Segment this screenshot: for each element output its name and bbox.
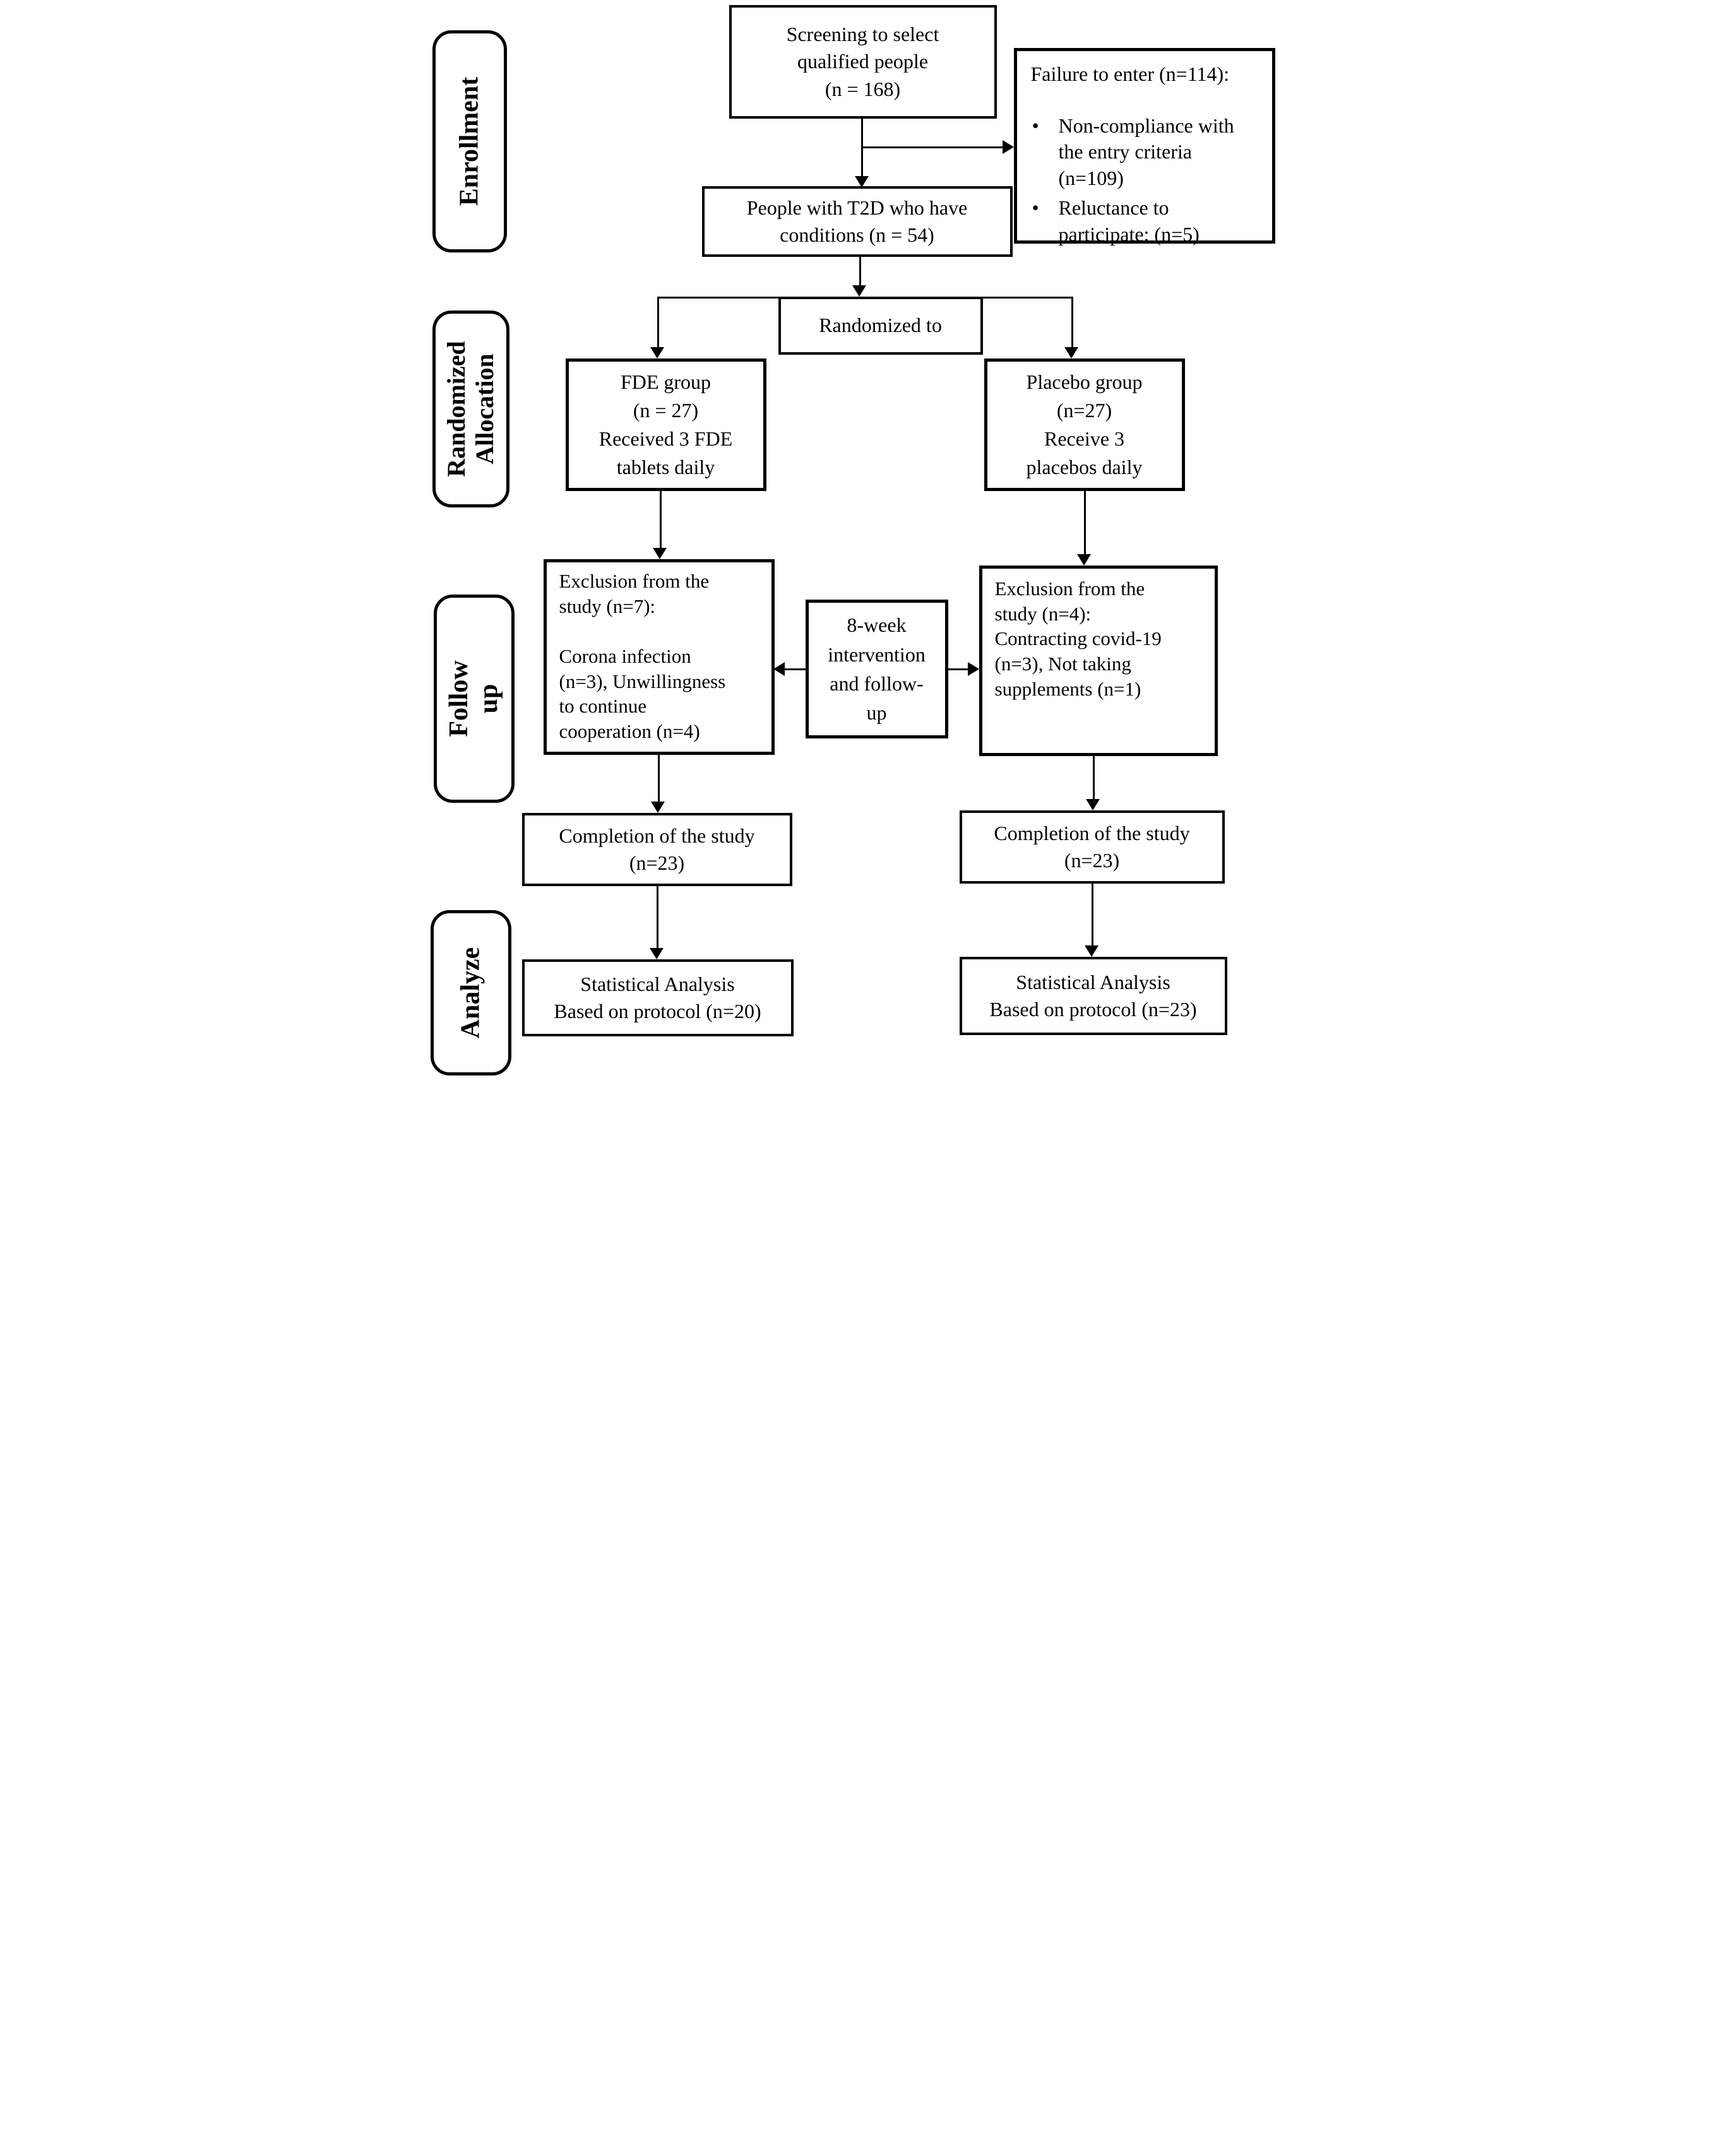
completion-fde-box: Completion of the study (n=23) <box>521 813 792 886</box>
arrow-branch-to-fde-line <box>657 297 659 347</box>
arrow-intervention-left-line <box>784 668 806 670</box>
arrow-exclusion-to-completion-fde-head <box>650 802 665 813</box>
eligible-people-box: People with T2D who have conditions (n =… <box>701 186 1013 257</box>
failure-reason-item: • Reluctance to participate: (n=5) <box>1031 195 1259 247</box>
arrow-branch-to-fde-head <box>650 347 664 358</box>
arrow-completion-to-analysis-placebo-head <box>1084 945 1099 957</box>
failure-reason-text: Non-compliance with the entry criteria (… <box>1058 114 1234 189</box>
exclusion-fde-box: Exclusion from the study (n=7): Corona i… <box>543 559 775 755</box>
stage-label-randomized-allocation: Randomized Allocation <box>432 311 509 507</box>
bullet-icon: • <box>1032 196 1039 220</box>
arrow-branch-to-placebo-head <box>1064 347 1078 358</box>
failure-to-enter-box: Failure to enter (n=114): • Non-complian… <box>1013 48 1275 246</box>
screening-box-text: Screening to select qualified people (n … <box>786 23 939 100</box>
completion-placebo-box: Completion of the study (n=23) <box>959 810 1225 884</box>
exclusion-fde-box-text: Exclusion from the study (n=7): Corona i… <box>559 570 726 743</box>
randomized-to-box-text: Randomized to <box>819 314 942 337</box>
placebo-group-box: Placebo group (n=27) Receive 3 placebos … <box>984 358 1185 491</box>
fde-group-box-text: FDE group (n = 27) Received 3 FDE tablet… <box>598 370 733 478</box>
randomized-to-box: Randomized to <box>778 297 983 355</box>
stage-label-enrollment-text: Enrollment <box>454 76 484 206</box>
stage-label-enrollment: Enrollment <box>432 30 507 252</box>
failure-to-enter-title: Failure to enter (n=114): <box>1030 62 1230 85</box>
arrow-completion-to-analysis-fde-line <box>656 886 658 948</box>
eligible-people-box-text: People with T2D who have conditions (n =… <box>746 196 968 246</box>
arrow-people-to-randomized-head <box>852 285 866 297</box>
stage-label-analyze: Analyze <box>430 910 511 1075</box>
stage-label-randomized-allocation-text: Randomized Allocation <box>441 341 499 477</box>
exclusion-placebo-box-text: Exclusion from the study (n=4): Contract… <box>994 578 1162 700</box>
arrow-intervention-right-line <box>948 668 968 670</box>
analysis-fde-box: Statistical Analysis Based on protocol (… <box>521 959 794 1036</box>
analysis-placebo-box: Statistical Analysis Based on protocol (… <box>959 957 1227 1035</box>
fde-group-box: FDE group (n = 27) Received 3 FDE tablet… <box>565 358 766 491</box>
failure-reason-text: Reluctance to participate: (n=5) <box>1058 196 1200 246</box>
arrow-fde-to-exclusion-line <box>659 491 662 548</box>
screening-box: Screening to select qualified people (n … <box>729 5 997 119</box>
completion-fde-box-text: Completion of the study (n=23) <box>559 824 755 874</box>
stage-label-follow-up-text: Follow up <box>444 660 503 737</box>
arrow-to-failure-line <box>860 146 1003 148</box>
bullet-icon: • <box>1032 114 1039 137</box>
analysis-fde-box-text: Statistical Analysis Based on protocol (… <box>554 972 761 1022</box>
arrow-completion-to-analysis-fde-head <box>649 948 664 959</box>
arrow-placebo-to-exclusion-line <box>1083 491 1086 554</box>
exclusion-placebo-box: Exclusion from the study (n=4): Contract… <box>979 566 1218 756</box>
arrow-placebo-to-exclusion-head <box>1076 554 1091 566</box>
failure-reasons-list: • Non-compliance with the entry criteria… <box>1031 113 1259 248</box>
arrow-branch-to-placebo-line <box>1071 297 1073 347</box>
analysis-placebo-box-text: Statistical Analysis Based on protocol (… <box>989 970 1197 1021</box>
stage-label-follow-up: Follow up <box>433 595 515 803</box>
stage-label-analyze-text: Analyze <box>455 947 485 1039</box>
arrow-people-to-randomized-line <box>859 257 861 286</box>
arrow-exclusion-to-completion-placebo-line <box>1092 756 1095 799</box>
arrow-screening-to-people-head <box>854 176 869 187</box>
arrow-exclusion-to-completion-placebo-head <box>1085 799 1100 810</box>
arrow-exclusion-to-completion-fde-line <box>657 755 660 802</box>
arrow-intervention-right-head <box>967 662 979 676</box>
consort-flow-diagram: Enrollment Randomized Allocation Follow … <box>427 0 1282 1078</box>
arrow-fde-to-exclusion-head <box>652 548 667 559</box>
arrow-completion-to-analysis-placebo-line <box>1091 884 1093 945</box>
intervention-box: 8-week intervention and follow- up <box>805 600 948 738</box>
arrow-to-failure-head <box>1002 140 1014 154</box>
arrow-intervention-left-head <box>773 662 785 676</box>
completion-placebo-box-text: Completion of the study (n=23) <box>994 821 1190 872</box>
failure-reason-item: • Non-compliance with the entry criteria… <box>1031 113 1259 192</box>
intervention-box-text: 8-week intervention and follow- up <box>828 613 926 725</box>
placebo-group-box-text: Placebo group (n=27) Receive 3 placebos … <box>1026 370 1143 478</box>
